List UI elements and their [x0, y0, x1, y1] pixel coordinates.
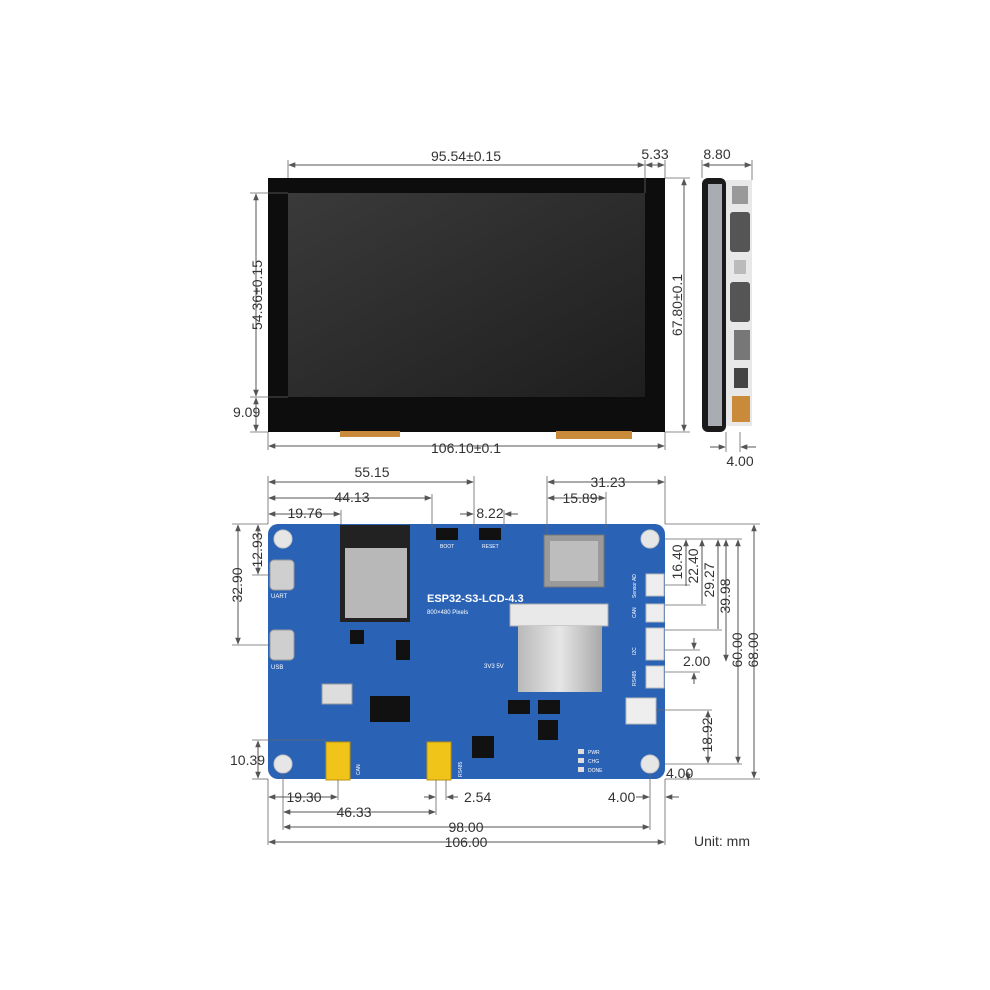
- pcb-board: [268, 524, 665, 779]
- dim-60-00: 60.00: [729, 632, 745, 667]
- mount-hole-tr: [640, 529, 660, 549]
- i2c-connector: [645, 627, 665, 661]
- rs485-label-bottom: RS485: [458, 761, 464, 777]
- dim-width-inner: 95.54±0.15: [431, 148, 501, 164]
- dim-12-93: 12.93: [249, 532, 265, 567]
- pcb-back-view: UART USB BOOT RESET ESP32-S3-LCD-4.3 800…: [268, 524, 665, 781]
- dim-68-00: 68.00: [745, 632, 761, 667]
- lcd-front-view: [268, 178, 665, 439]
- flex-cable-left: [340, 431, 400, 437]
- dim-46-33: 46.33: [336, 804, 371, 820]
- dim-8-22: 8.22: [476, 505, 503, 521]
- pwr-label: PWR: [588, 750, 600, 756]
- dim-31-23: 31.23: [590, 474, 625, 490]
- dim-4-00-bottom: 4.00: [608, 789, 635, 805]
- rs485-connector: [645, 665, 665, 689]
- boot-label: BOOT: [440, 544, 454, 550]
- fpc-connector: [509, 603, 609, 627]
- mount-hole-tl: [273, 529, 293, 549]
- dim-18-92: 18.92: [699, 717, 715, 752]
- top-dimensions: 95.54±0.15 5.33 8.80 54.36±0.15 9.09 67.…: [233, 146, 756, 469]
- battery-switch: [321, 683, 353, 705]
- dim-19-76: 19.76: [287, 505, 322, 521]
- dim-55-15: 55.15: [354, 464, 389, 480]
- dim-height-inner: 54.36±0.15: [249, 260, 265, 330]
- ribbon-cable: [518, 626, 602, 692]
- sensor-connector: [645, 573, 665, 597]
- mount-hole-br: [640, 754, 660, 774]
- boot-button: [436, 528, 458, 540]
- can-label: CAN: [356, 764, 362, 775]
- dim-width-total: 106.10±0.1: [431, 440, 501, 456]
- bottom-dimensions: 55.15 44.13 19.76 8.22 31.23 15.89 12.93…: [229, 464, 761, 850]
- dim-height-total: 67.80±0.1: [669, 274, 685, 336]
- dim-44-13: 44.13: [334, 489, 369, 505]
- rs485-terminal: [426, 741, 452, 781]
- uart-label: UART: [271, 594, 288, 600]
- usb-label: USB: [271, 665, 283, 671]
- i2c-label: I2C: [632, 647, 638, 655]
- dim-29-27: 29.27: [701, 562, 717, 597]
- reset-label: RESET: [482, 544, 499, 550]
- dim-offset-bottom: 9.09: [233, 404, 260, 420]
- usb-c-port: [269, 629, 295, 661]
- dim-22-40: 22.40: [685, 548, 701, 583]
- dim-106-00: 106.00: [445, 834, 488, 850]
- board-title: ESP32-S3-LCD-4.3: [427, 593, 524, 605]
- chg-label: CHG: [588, 759, 599, 765]
- uart-usb-c-port: [269, 559, 295, 591]
- dim-16-40: 16.40: [669, 544, 685, 579]
- dim-thickness: 8.80: [703, 146, 730, 162]
- board-subtitle: 800×480 Pixels: [427, 610, 468, 616]
- dim-10-39: 10.39: [230, 752, 265, 768]
- dim-4-00-right: 4.00: [666, 765, 693, 781]
- dim-offset-right: 5.33: [641, 146, 668, 162]
- dim-39-98: 39.98: [717, 578, 733, 613]
- reset-button: [479, 528, 501, 540]
- unit-label: Unit: mm: [694, 833, 750, 849]
- dim-2-54: 2.54: [464, 789, 491, 805]
- sensor-label: Sensor AD: [632, 574, 638, 598]
- dim-32-90: 32.90: [229, 567, 245, 602]
- flex-cable-right: [556, 431, 632, 439]
- dim-19-30: 19.30: [286, 789, 321, 805]
- can-connector: [645, 603, 665, 623]
- battery-connector: [625, 697, 657, 725]
- dim-side-bottom: 4.00: [726, 453, 753, 469]
- can-terminal: [325, 741, 351, 781]
- done-label: DONE: [588, 768, 603, 774]
- rs485-label: RS485: [632, 670, 638, 686]
- dim-2-00: 2.00: [683, 653, 710, 669]
- mount-hole-bl: [273, 754, 293, 774]
- dim-15-89: 15.89: [562, 490, 597, 506]
- can-label-right: CAN: [632, 607, 638, 618]
- lcd-active-area: [288, 193, 645, 397]
- lcd-side-view: [702, 178, 752, 432]
- voltage-label: 3V3 5V: [484, 664, 504, 670]
- dim-98-00: 98.00: [448, 819, 483, 835]
